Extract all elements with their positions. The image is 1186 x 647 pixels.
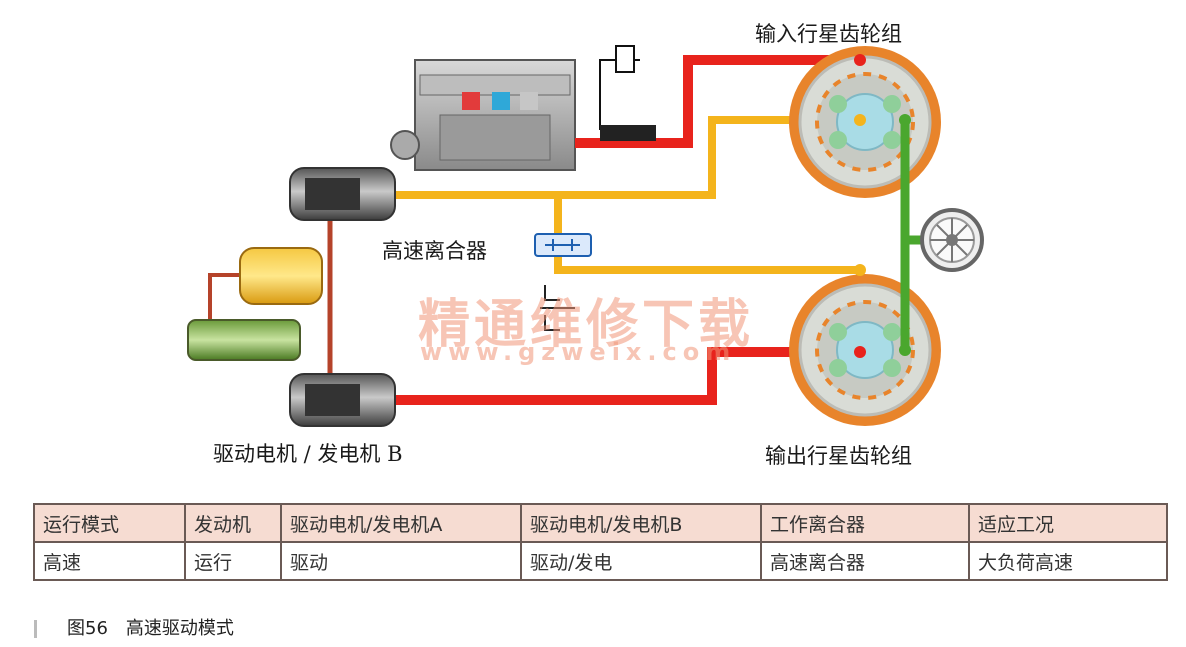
battery <box>187 319 301 361</box>
motor-b-label: 驱动电机 / 发电机 B <box>213 442 403 466</box>
figure-title: 高速驱动模式 <box>125 618 234 639</box>
motor-generator-b <box>289 373 396 427</box>
high-speed-clutch-label: 高速离合器 <box>382 239 487 263</box>
wheel <box>920 208 984 272</box>
figure-caption: 图56 高速驱动模式 <box>34 614 234 640</box>
high-speed-clutch-symbol <box>534 233 592 257</box>
table-cell: 高速离合器 <box>760 541 970 581</box>
battery-link <box>208 273 245 330</box>
table-header-cell: 驱动电机/发电机A <box>280 503 522 543</box>
motor-b-path <box>395 347 860 405</box>
low-speed-clutch-symbol <box>540 285 575 331</box>
hybrid-powertrain-diagram <box>187 45 984 427</box>
table-header-cell: 发动机 <box>184 503 282 543</box>
table-header-row: 运行模式 发动机 驱动电机/发电机A 驱动电机/发电机B 工作离合器 适应工况 <box>33 503 1168 543</box>
figure-number: 图56 <box>67 618 108 639</box>
brake <box>599 45 656 141</box>
watermark-text: 精通维修下载 <box>418 295 755 355</box>
table-header-cell: 适应工况 <box>968 503 1168 543</box>
table-cell: 运行 <box>184 541 282 581</box>
table-header-cell: 运行模式 <box>33 503 186 543</box>
fuel-tank <box>239 247 323 305</box>
engine-power-path <box>575 55 860 148</box>
table-header-cell: 驱动电机/发电机B <box>520 503 762 543</box>
clutch-path <box>554 195 860 274</box>
table-cell: 大负荷高速 <box>968 541 1168 581</box>
input-planetary-label: 输入行星齿轮组 <box>755 22 902 46</box>
table-row: 高速 运行 驱动 驱动/发电 高速离合器 大负荷高速 <box>33 541 1168 581</box>
table-header-cell: 工作离合器 <box>760 503 970 543</box>
table-cell: 驱动 <box>280 541 522 581</box>
motor-a-path <box>395 116 860 199</box>
output-planetary-label: 输出行星齿轮组 <box>765 444 912 468</box>
engine <box>390 59 576 171</box>
watermark-url: www.gzweix.com <box>420 338 737 366</box>
table-cell: 高速 <box>33 541 186 581</box>
caption-marker <box>34 620 37 638</box>
table-cell: 驱动/发电 <box>520 541 762 581</box>
motor-generator-a <box>289 167 396 221</box>
mode-table: 运行模式 发动机 驱动电机/发电机A 驱动电机/发电机B 工作离合器 适应工况 … <box>33 503 1168 581</box>
